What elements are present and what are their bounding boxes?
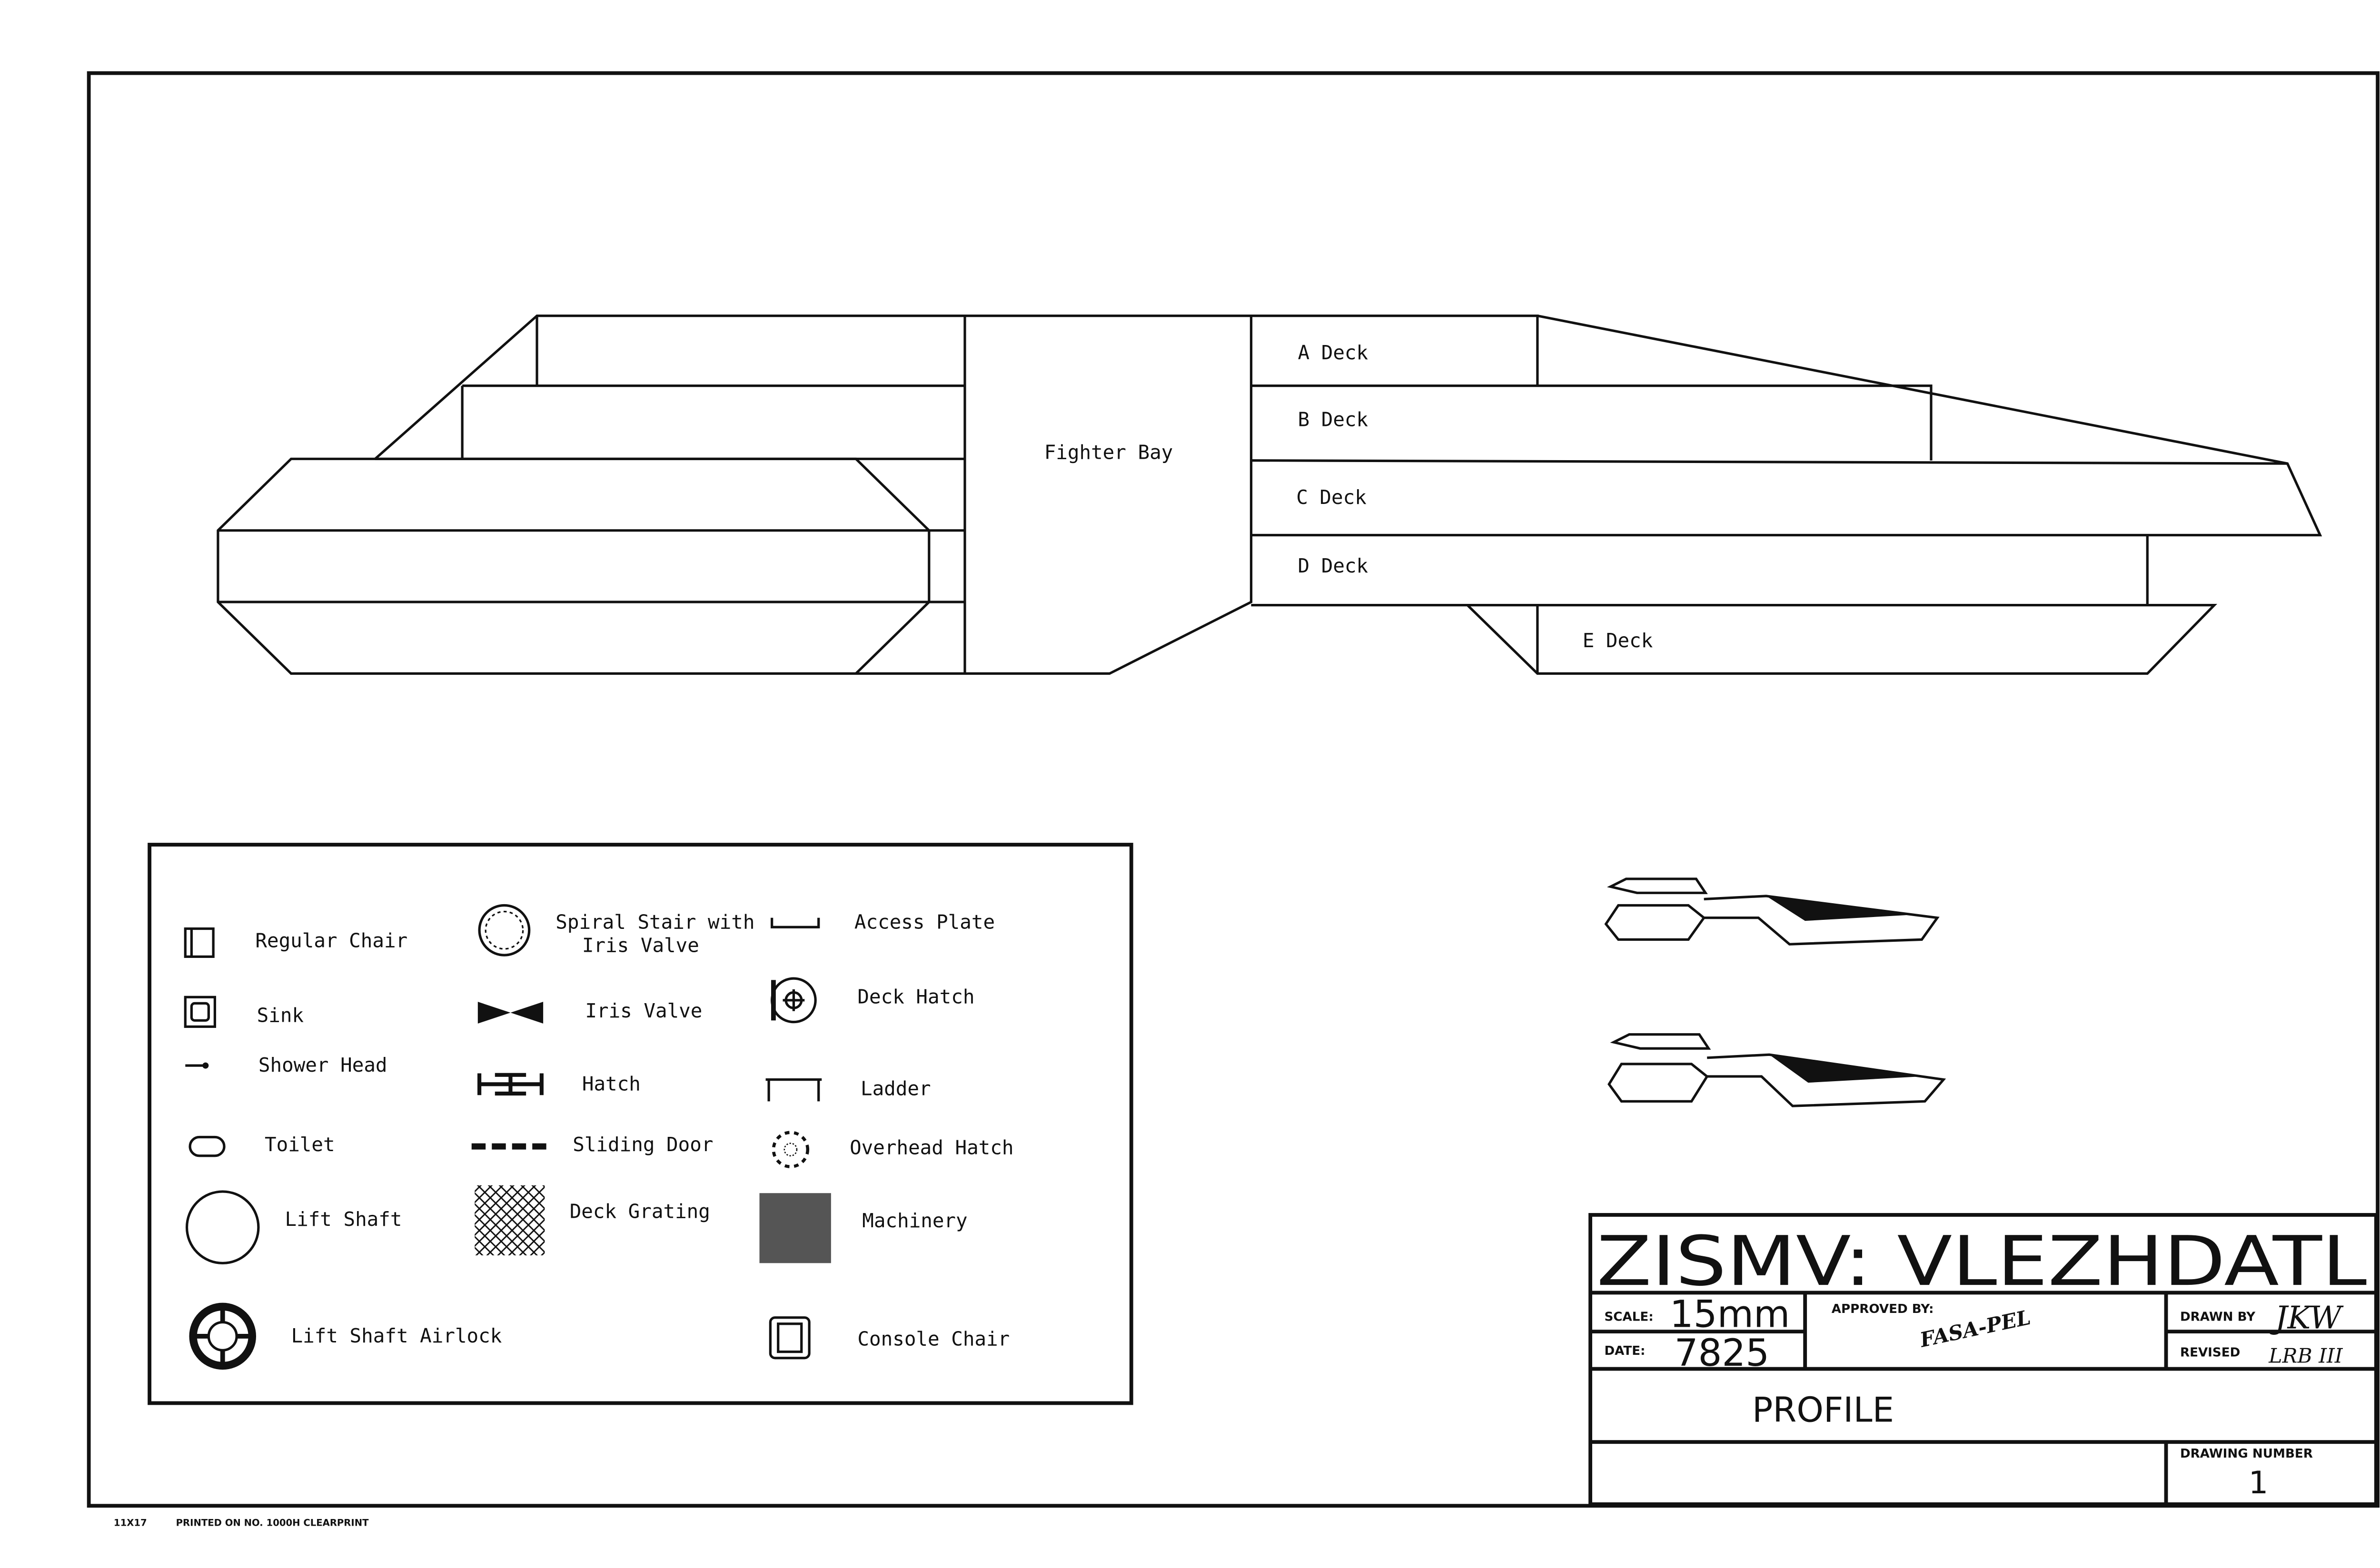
legend-toilet: Toilet — [265, 1133, 335, 1156]
legend-sink: Sink — [257, 1004, 304, 1027]
c-deck-label: C Deck — [1296, 486, 1367, 509]
e-deck-label: E Deck — [1583, 629, 1653, 652]
legend-ladder: Ladder — [861, 1077, 931, 1100]
legend-overhead-hatch: Overhead Hatch — [850, 1136, 1013, 1159]
legend-box: Regular Chair Sink Shower Head Toilet Li… — [148, 843, 1133, 1405]
overhead-hatch-icon — [772, 1131, 810, 1168]
legend-lift-shaft: Lift Shaft — [285, 1208, 402, 1231]
legend-lift-shaft-airlock: Lift Shaft Airlock — [291, 1324, 502, 1347]
legend-spiral-stair-line1: Spiral Stair with — [555, 911, 754, 934]
scale-value: 15mm — [1670, 1292, 1790, 1336]
ship-title: ZISMV: VLEZHDATL — [1597, 1222, 2367, 1301]
date-label: DATE: — [1604, 1344, 1645, 1358]
fighter-bay-label: Fighter Bay — [1044, 441, 1173, 463]
deck-grating-icon — [475, 1185, 545, 1255]
title-block: ZISMV: VLEZHDATL SCALE: 15mm DATE: 7825 … — [1588, 1213, 2378, 1506]
revised-signature: LRB III — [2268, 1345, 2343, 1368]
legend-iris-valve: Iris Valve — [585, 999, 702, 1022]
drawing-number-label: DRAWING NUMBER — [2180, 1447, 2313, 1461]
legend-machinery: Machinery — [862, 1209, 967, 1232]
view-name: PROFILE — [1752, 1390, 1894, 1430]
ladder-icon — [765, 1078, 822, 1102]
machinery-icon — [759, 1193, 831, 1263]
lift-shaft-icon — [185, 1190, 260, 1264]
console-chair-icon — [769, 1316, 811, 1360]
spiral-stair-icon — [478, 904, 531, 957]
d-deck-label: D Deck — [1298, 554, 1368, 577]
ship-thumbnail-bottom — [1607, 1033, 1946, 1107]
date-value: 7825 — [1675, 1331, 1770, 1375]
drawn-by-signature: JKW — [2270, 1300, 2344, 1336]
hatch-icon — [477, 1073, 544, 1096]
ship-profile: Fighter Bay A Deck B Deck C Deck D Deck … — [217, 314, 2322, 675]
drawing-number-value: 1 — [2249, 1465, 2269, 1501]
drawing-frame — [87, 71, 2380, 1508]
shower-head-icon — [185, 1062, 209, 1069]
iris-valve-icon — [477, 1002, 544, 1024]
regular-chair-icon — [184, 927, 215, 958]
sink-icon — [184, 996, 217, 1028]
legend-spiral-stair-line2: Iris Valve — [582, 934, 699, 957]
deck-hatch-icon — [771, 977, 817, 1024]
legend-sliding-door: Sliding Door — [573, 1133, 713, 1156]
legend-access-plate: Access Plate — [854, 911, 995, 934]
a-deck-label: A Deck — [1298, 341, 1368, 364]
approved-by-label: APPROVED BY: — [1832, 1302, 1934, 1316]
legend-deck-hatch: Deck Hatch — [857, 985, 974, 1008]
toilet-icon — [188, 1135, 226, 1157]
b-deck-label: B Deck — [1298, 408, 1368, 431]
scale-label: SCALE: — [1604, 1310, 1653, 1324]
legend-regular-chair: Regular Chair — [255, 929, 407, 952]
access-plate-icon — [771, 917, 820, 928]
ship-thumbnail-top — [1604, 878, 1940, 946]
legend-console-chair: Console Chair — [857, 1328, 1010, 1351]
legend-hatch: Hatch — [582, 1072, 641, 1095]
print-note: PRINTED ON NO. 1000H CLEARPRINT — [176, 1518, 369, 1529]
lift-shaft-airlock-icon — [189, 1302, 257, 1370]
legend-shower-head: Shower Head — [258, 1054, 387, 1076]
legend-deck-grating: Deck Grating — [570, 1200, 710, 1223]
paper-size-note: 11X17 — [114, 1518, 147, 1529]
approved-stamp: FASA-PEL — [1917, 1306, 2033, 1352]
revised-label: REVISED — [2180, 1345, 2240, 1360]
drawn-by-label: DRAWN BY — [2180, 1310, 2256, 1324]
